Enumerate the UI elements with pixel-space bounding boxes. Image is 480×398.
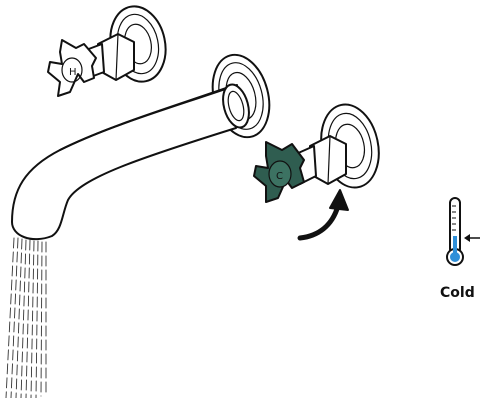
counterclockwise-turn-arrow-icon xyxy=(297,189,349,241)
water-spray xyxy=(5,237,47,398)
cold-tap-cross-handle: C xyxy=(253,141,305,203)
cold-tap xyxy=(295,103,380,189)
thermometer-icon xyxy=(446,197,464,266)
svg-text:C: C xyxy=(276,171,283,182)
thermometer-pointer-icon xyxy=(464,234,480,242)
hot-tap xyxy=(85,5,167,83)
temperature-label: Cold xyxy=(440,285,475,301)
svg-text:H: H xyxy=(69,67,77,78)
hot-tap-cross-handle: H xyxy=(47,39,97,97)
wall-spout xyxy=(11,83,250,241)
